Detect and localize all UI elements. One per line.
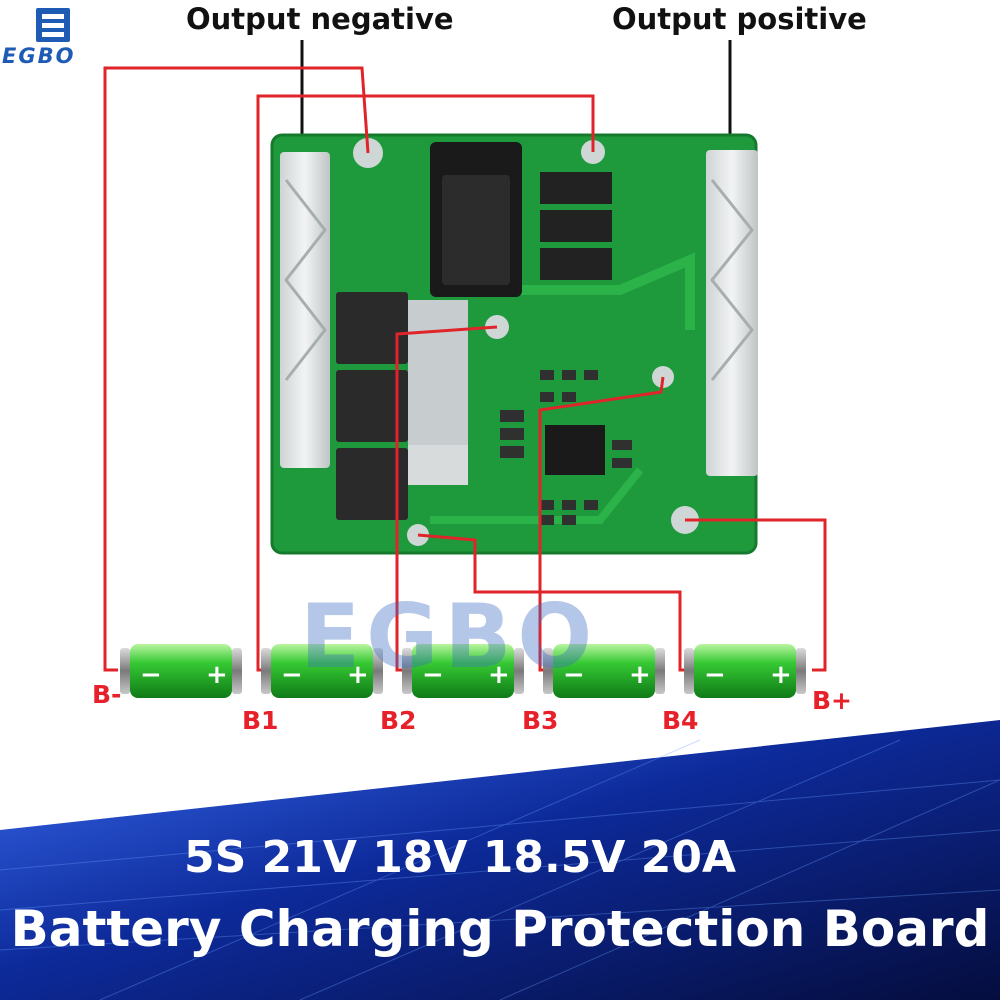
battery-cell-5: [684, 644, 806, 698]
pin-label-b4: B4: [662, 706, 699, 735]
title-line-1: 5S 21V 18V 18.5V 20A: [183, 832, 737, 883]
pin-label-b1: B1: [242, 706, 279, 735]
wire-b-plus: [685, 518, 827, 672]
cell-2-minus: −: [281, 660, 303, 690]
mosfets: [336, 292, 468, 520]
diode-2: [540, 210, 612, 242]
p-plus-strip: [706, 150, 758, 476]
pin-label-b2: B2: [380, 706, 417, 735]
battery-cells: [120, 644, 806, 698]
battery-cell-1: [120, 644, 242, 698]
battery-cell-4: [543, 644, 665, 698]
cell-5-plus: +: [770, 660, 792, 690]
cell-3-plus: +: [488, 660, 510, 690]
diode-1: [540, 172, 612, 204]
output-positive-label: Output positive: [612, 2, 867, 36]
wire-b4: [417, 533, 690, 672]
cell-4-minus: −: [563, 660, 585, 690]
cell-4-plus: +: [629, 660, 651, 690]
cell-1-minus: −: [140, 660, 162, 690]
pin-label-b-plus: B+: [812, 686, 853, 715]
cell-1-plus: +: [206, 660, 228, 690]
cell-2-plus: +: [347, 660, 369, 690]
pin-label-b3: B3: [522, 706, 559, 735]
cell-5-minus: −: [704, 660, 726, 690]
egbo-watermark: EGBO: [300, 585, 599, 688]
diode-3: [540, 248, 612, 280]
pin-label-b-minus: B-: [92, 680, 122, 709]
battery-cell-2: [261, 644, 383, 698]
p-minus-strip: [280, 152, 330, 468]
protection-ic: [545, 425, 605, 475]
pcb-board: [270, 133, 758, 555]
output-negative-label: Output negative: [186, 2, 454, 36]
battery-cell-3: [402, 644, 524, 698]
egbo-logo: [36, 8, 70, 42]
brand-name: EGBO: [2, 44, 76, 68]
title-banner: [0, 720, 1000, 1000]
title-line-2: Battery Charging Protection Board: [10, 900, 990, 958]
cell-3-minus: −: [422, 660, 444, 690]
